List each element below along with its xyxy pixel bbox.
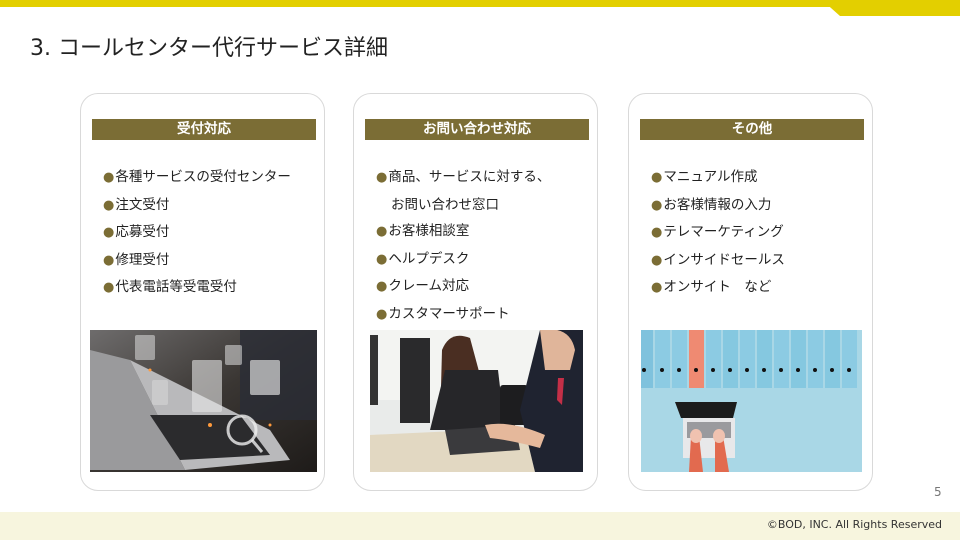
bullet-icon: ●: [103, 170, 115, 185]
bullet-icon: ●: [376, 224, 388, 239]
list-item: ●注文受付: [103, 196, 170, 213]
card-header: その他: [640, 119, 864, 140]
laptop-with-business-icons-photo: [90, 330, 317, 472]
list-item: ●テレマーケティング: [651, 224, 784, 240]
service-list: ●各種サービスの受付センター ●注文受付 ●応募受付 ●修理受付 ●代表電話等受…: [103, 164, 291, 302]
bullet-icon: ●: [651, 225, 663, 240]
list-item: ●オンサイト など: [651, 279, 772, 295]
list-item: ●各種サービスの受付センター: [103, 169, 291, 185]
bullet-icon: ●: [651, 170, 663, 185]
list-item: ●カスタマーサポート: [376, 305, 510, 322]
binders-and-laptop-photo: [641, 330, 862, 472]
list-item: ●インサイドセールス: [651, 251, 785, 268]
service-card-other: その他 ●マニュアル作成 ●お客様情報の入力 ●テレマーケティング ●インサイド…: [628, 93, 873, 491]
list-item: ●クレーム対応: [376, 278, 469, 294]
list-item: ●応募受付: [103, 224, 170, 240]
bullet-icon: ●: [376, 251, 388, 267]
footer-band: ©BOD, INC. All Rights Reserved: [0, 512, 960, 540]
call-center-operators-photo: [370, 330, 583, 472]
bullet-icon: ●: [651, 252, 663, 268]
service-list: ●マニュアル作成 ●お客様情報の入力 ●テレマーケティング ●インサイドセールス…: [651, 164, 785, 302]
bullet-icon: ●: [103, 252, 115, 268]
bullet-icon: ●: [103, 225, 115, 240]
service-card-inquiries: お問い合わせ対応 ●商品、サービスに対する、 お問い合わせ窓口 ●お客様相談室 …: [353, 93, 598, 491]
copyright-text: ©BOD, INC. All Rights Reserved: [766, 518, 942, 531]
service-card-reception: 受付対応 ●各種サービスの受付センター ●注文受付 ●応募受付 ●修理受付 ●代…: [80, 93, 325, 491]
list-item: ●修理受付: [103, 251, 170, 268]
list-item: ●お客様情報の入力: [651, 196, 772, 213]
bullet-icon: ●: [376, 170, 388, 185]
bullet-icon: ●: [376, 306, 388, 322]
list-item: ●商品、サービスに対する、: [376, 169, 551, 185]
top-accent-tab: [822, 0, 960, 16]
list-item: ●お客様相談室: [376, 223, 470, 239]
list-item: ●代表電話等受電受付: [103, 279, 237, 295]
service-list: ●商品、サービスに対する、 お問い合わせ窓口 ●お客様相談室 ●ヘルプデスク ●…: [376, 164, 550, 328]
bullet-icon: ●: [376, 279, 388, 294]
top-accent-bar: [0, 0, 960, 7]
bullet-icon: ●: [651, 197, 663, 213]
card-header: 受付対応: [92, 119, 316, 140]
page-title: 3. コールセンター代行サービス詳細: [30, 36, 388, 61]
bullet-icon: ●: [651, 280, 663, 295]
list-item: ●マニュアル作成: [651, 169, 758, 185]
list-item-continuation: お問い合わせ窓口: [391, 196, 499, 213]
bullet-icon: ●: [103, 280, 115, 295]
card-header: お問い合わせ対応: [365, 119, 589, 140]
list-item: ●ヘルプデスク: [376, 250, 470, 267]
page-number: 5: [934, 485, 942, 499]
bullet-icon: ●: [103, 197, 115, 213]
